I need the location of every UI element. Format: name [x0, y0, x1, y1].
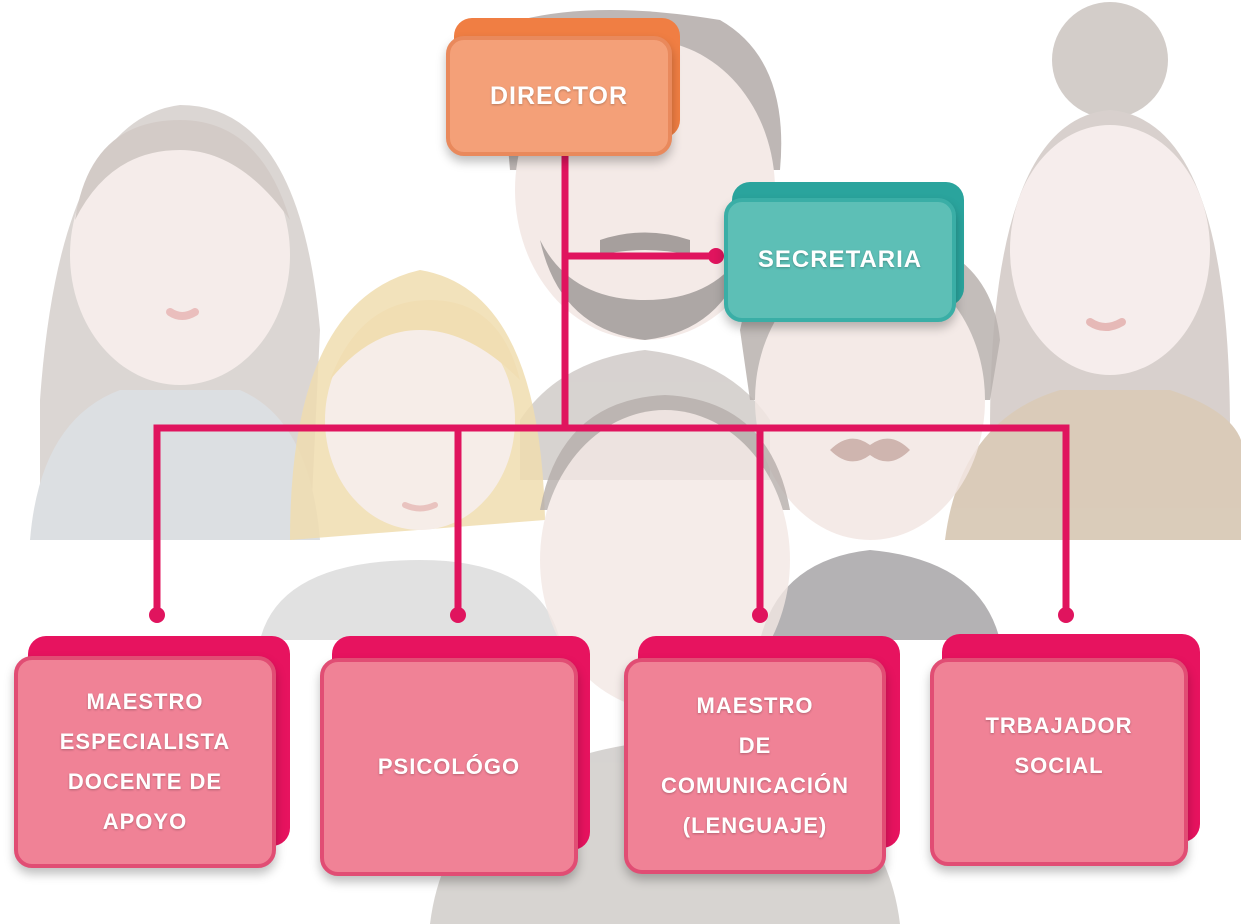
trabajador-social-node: TRBAJADOR SOCIAL [930, 634, 1200, 870]
drop-dot-1 [149, 607, 165, 623]
maestro-especialista-label: MAESTRO ESPECIALISTA DOCENTE DE APOYO [59, 689, 231, 834]
secretaria-node-box: SECRETARIA [724, 198, 956, 322]
person-right-woman [945, 2, 1241, 540]
secretaria-node: SECRETARIA [724, 182, 974, 324]
maestro-especialista-node: MAESTRO ESPECIALISTA DOCENTE DE APOYO [14, 636, 290, 872]
trabajador-social-node-box: TRBAJADOR SOCIAL [930, 658, 1188, 866]
maestro-comunicacion-node: MAESTRO DE COMUNICACIÓN (LENGUAJE) [624, 636, 900, 876]
drop-dot-2 [450, 607, 466, 623]
director-node: DIRECTOR [446, 18, 686, 156]
person-left-woman [30, 105, 320, 540]
director-label: DIRECTOR [489, 81, 629, 110]
drop-dot-3 [752, 607, 768, 623]
director-node-box: DIRECTOR [446, 36, 672, 156]
secretaria-label: SECRETARIA [757, 246, 923, 273]
drop-dot-4 [1058, 607, 1074, 623]
secretaria-connector-dot [708, 248, 724, 264]
trabajador-social-label: TRBAJADOR SOCIAL [985, 713, 1133, 778]
maestro-comunicacion-node-box: MAESTRO DE COMUNICACIÓN (LENGUAJE) [624, 658, 886, 874]
person-blonde-girl [260, 270, 560, 640]
psicologo-node-box: PSICOLÓGO [320, 658, 578, 876]
maestro-especialista-node-box: MAESTRO ESPECIALISTA DOCENTE DE APOYO [14, 656, 276, 868]
maestro-comunicacion-label: MAESTRO DE COMUNICACIÓN (LENGUAJE) [661, 693, 849, 838]
psicologo-node: PSICOLÓGO [320, 636, 590, 878]
psicologo-label: PSICOLÓGO [377, 754, 521, 779]
